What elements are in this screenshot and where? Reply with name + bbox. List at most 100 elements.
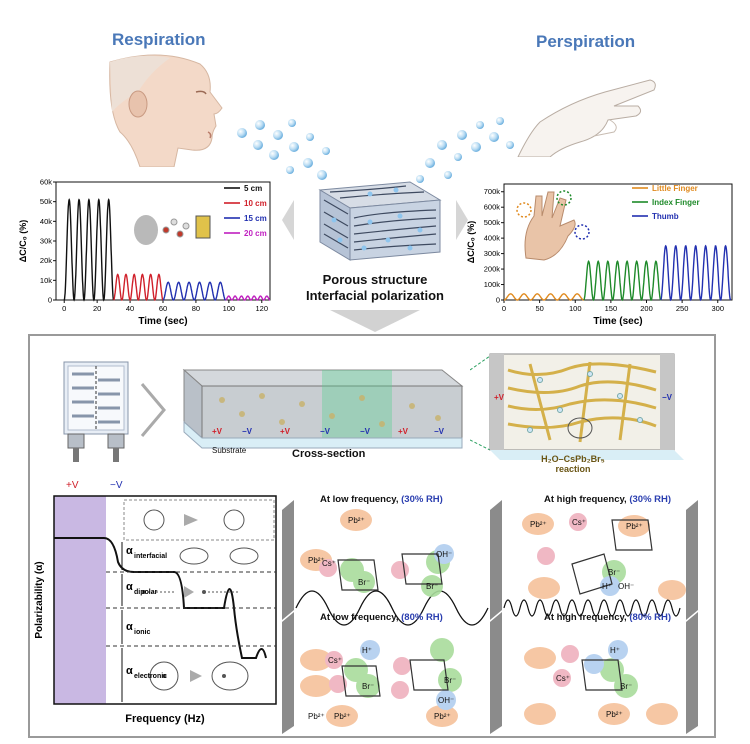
molecule-icon xyxy=(162,226,170,234)
low-freq-30rh: At low frequency, (30% RH) xyxy=(320,494,443,505)
ion-cs-3: Cs⁺ xyxy=(328,656,342,665)
index-finger-marker xyxy=(556,190,572,206)
series-line xyxy=(225,295,271,301)
series-line xyxy=(162,281,226,301)
polar-xlabel: Frequency (Hz) xyxy=(125,713,205,725)
ion-cs-1: Cs⁺ xyxy=(322,559,336,568)
side-arrows xyxy=(282,200,468,240)
y-tick-label: 500k xyxy=(484,218,501,227)
y-tick-label: 100k xyxy=(484,280,501,289)
y-tick-label: 50k xyxy=(40,197,52,206)
face-illustration xyxy=(109,54,223,167)
ion-pb-4: Pb²⁺ xyxy=(626,522,643,531)
alpha-interfacial: interfacial xyxy=(134,553,167,560)
ion-pb-5: Pb²⁺ xyxy=(308,712,325,721)
x-tick-label: 150 xyxy=(605,304,618,313)
y-tick-label: 200k xyxy=(484,265,501,274)
legend-label: 10 cm xyxy=(244,199,267,208)
ion-cs-4: Cs⁺ xyxy=(556,674,570,683)
little-finger-marker xyxy=(516,202,532,218)
y-tick-label: 10k xyxy=(40,276,52,285)
mechanism-diagram: Pb²⁺ Pb²⁺ Pb²⁺ Pb²⁺ Pb²⁺ Pb²⁺ Pb²⁺ Pb²⁺ … xyxy=(282,500,698,734)
high-prefix-2: At high frequency, xyxy=(544,612,627,623)
high-freq-30rh: At high frequency, (30% RH) xyxy=(544,494,671,505)
ion-oh-2: OH⁻ xyxy=(618,582,634,591)
rh80-1: (80% RH) xyxy=(401,612,443,623)
y-tick-label: 700k xyxy=(484,187,501,196)
legend-label: 5 cm xyxy=(244,184,262,193)
ion-oh-1: OH⁻ xyxy=(436,550,452,559)
reaction-label: H₂O–CsPb₂Br₅ reaction xyxy=(528,454,618,474)
hand-illustration xyxy=(517,79,656,157)
y-axis-label: ΔC/C₀ (%) xyxy=(466,221,476,264)
series-line xyxy=(63,198,115,302)
ion-br-4: Br⁻ xyxy=(362,682,374,691)
caption-porous: Porous structure xyxy=(322,272,428,287)
series-line xyxy=(113,273,164,301)
high-freq-80rh: At high frequency, (80% RH) xyxy=(544,612,671,623)
x-tick-label: 40 xyxy=(126,304,134,313)
ion-pb-2: Pb²⁺ xyxy=(308,556,325,565)
alpha-ionic: ionic xyxy=(134,629,150,636)
ion-pb-7: Pb²⁺ xyxy=(434,712,451,721)
x-axis-label: Time (sec) xyxy=(138,316,187,327)
y-tick-label: 300k xyxy=(484,249,501,258)
ion-br-5: Br⁻ xyxy=(444,676,456,685)
rh30-1: (30% RH) xyxy=(401,494,443,505)
inset-minus-v: −V xyxy=(662,393,673,402)
reaction-formula: H₂O–CsPb₂Br₅ xyxy=(541,454,605,464)
legend-label: Thumb xyxy=(652,212,679,221)
substrate-label: Substrate xyxy=(212,446,247,455)
y-tick-label: 40k xyxy=(40,217,52,226)
respiration-title: Respiration xyxy=(112,30,206,49)
device-arrow xyxy=(140,383,166,437)
reaction-word: reaction xyxy=(555,464,591,474)
x-tick-label: 50 xyxy=(535,304,543,313)
svg-text:+V: +V xyxy=(398,427,409,436)
ion-h-1: H⁺ xyxy=(602,582,612,591)
svg-text:+V: +V xyxy=(212,427,223,436)
legend-label: Index Finger xyxy=(652,198,700,207)
x-tick-label: 80 xyxy=(192,304,200,313)
caption-polarization: Interfacial polarization xyxy=(306,288,444,303)
high-prefix-1: At high frequency, xyxy=(544,494,627,505)
ion-pb-1: Pb²⁺ xyxy=(348,516,365,525)
ion-cs-2: Cs⁺ xyxy=(572,518,586,527)
rh80-2: (80% RH) xyxy=(629,612,672,623)
svg-text:−V: −V xyxy=(434,427,445,436)
alpha-dipolar: dipolar xyxy=(134,589,158,596)
y-axis-label: ΔC/C₀ (%) xyxy=(18,220,28,263)
water-droplets xyxy=(237,117,514,183)
sensor-icon xyxy=(195,215,211,239)
ion-br-2: Br⁻ xyxy=(426,582,438,591)
y-tick-label: 0 xyxy=(48,296,52,305)
y-tick-label: 0 xyxy=(496,296,500,305)
molecule-icon xyxy=(176,230,184,238)
x-tick-label: 120 xyxy=(256,304,269,313)
x-tick-label: 100 xyxy=(223,304,236,313)
x-tick-label: 60 xyxy=(159,304,167,313)
ion-br-3: Br⁻ xyxy=(608,568,620,577)
ion-h-2: H⁺ xyxy=(362,646,372,655)
down-arrow xyxy=(330,310,420,332)
inset-plus-v: +V xyxy=(494,393,505,402)
device-plus-v: +V xyxy=(66,480,79,491)
svg-text:−V: −V xyxy=(320,427,331,436)
ion-br-6: Br⁻ xyxy=(620,682,632,691)
x-tick-label: 250 xyxy=(676,304,689,313)
legend-label: 15 cm xyxy=(244,214,267,223)
legend-label: Little Finger xyxy=(652,184,698,193)
low-freq-80rh: At low frequency, (80% RH) xyxy=(320,612,443,623)
series-line xyxy=(503,293,584,301)
svg-text:−V: −V xyxy=(242,427,253,436)
svg-text:−V: −V xyxy=(360,427,371,436)
svg-text:+V: +V xyxy=(280,427,291,436)
ion-pb-3: Pb²⁺ xyxy=(530,520,547,529)
polar-ylabel: Polarizability (α) xyxy=(34,561,45,638)
y-tick-label: 20k xyxy=(40,256,52,265)
molecule-icon xyxy=(182,222,190,230)
x-tick-label: 300 xyxy=(711,304,724,313)
